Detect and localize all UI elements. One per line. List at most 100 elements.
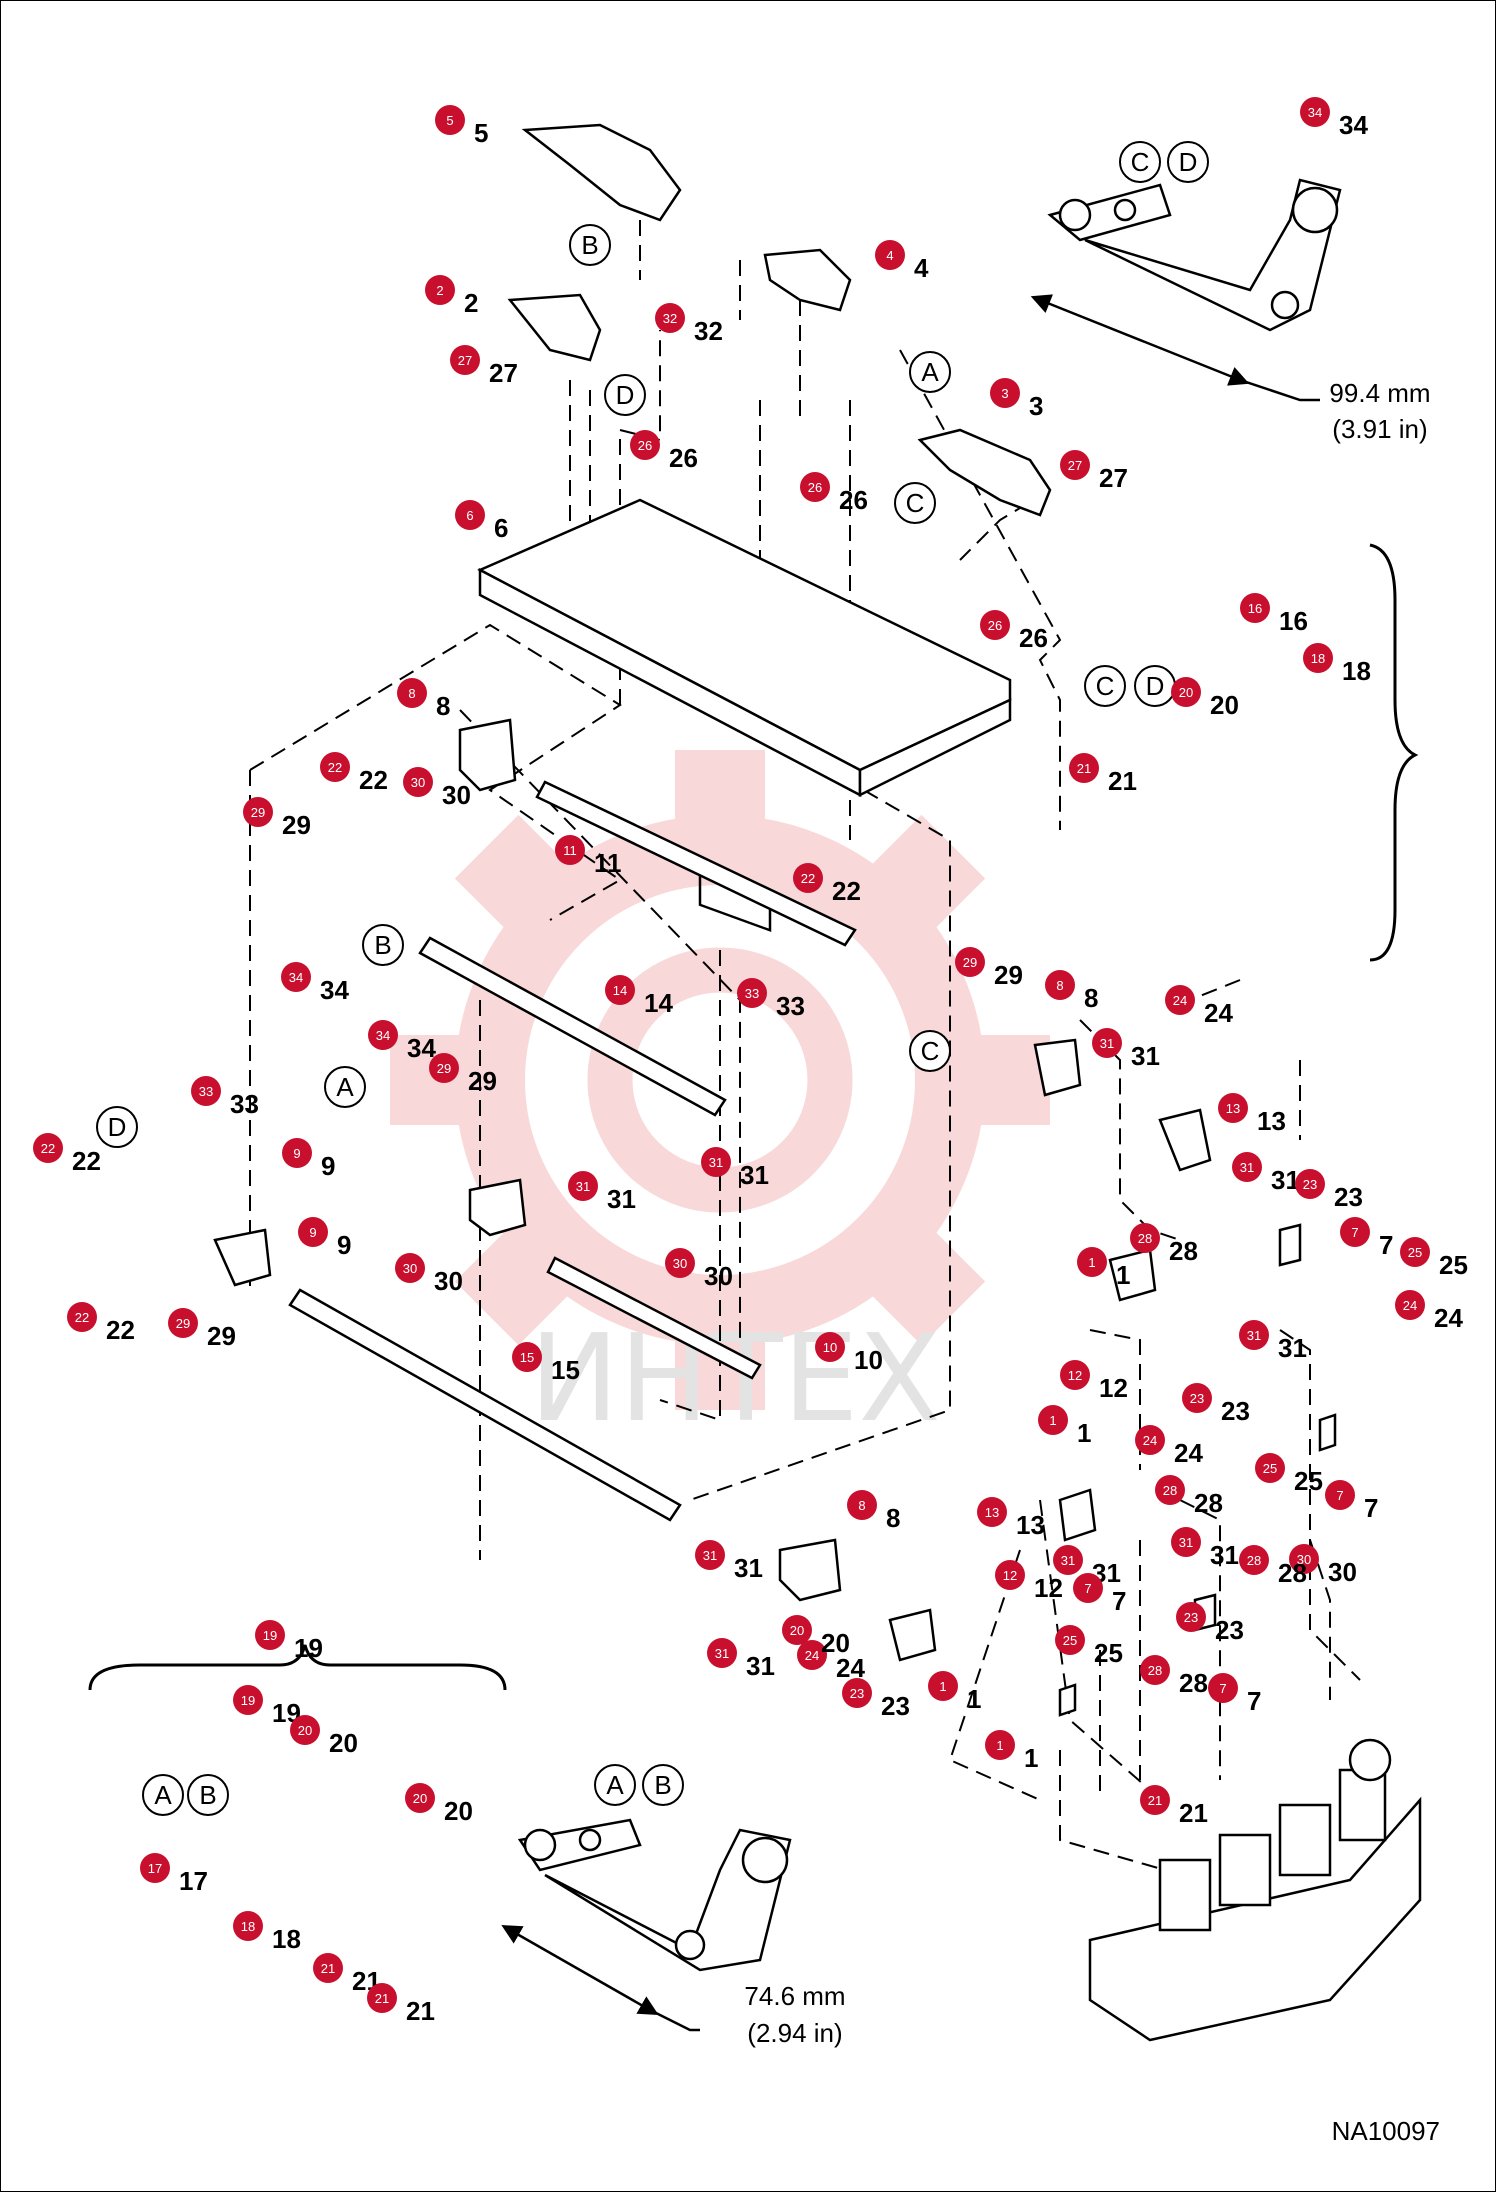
callout-number: 21 xyxy=(321,1961,335,1976)
callout-number: 33 xyxy=(745,986,759,1001)
part-number-label: 26 xyxy=(1019,623,1048,653)
part-number-label: 22 xyxy=(72,1146,101,1176)
part-number-label: 24 xyxy=(1434,1303,1463,1333)
letter-ref-d: D xyxy=(1134,665,1176,707)
callout-number: 7 xyxy=(1336,1488,1343,1503)
part-number-label: 30 xyxy=(434,1266,463,1296)
callout-number: 29 xyxy=(251,805,265,820)
part-number-label: 19 xyxy=(294,1633,323,1663)
letter-ref-d: D xyxy=(604,374,646,416)
part-number-label: 12 xyxy=(1099,1373,1128,1403)
letter-ref-b: B xyxy=(362,924,404,966)
part-number-label: 4 xyxy=(914,253,929,283)
callout-number: 20 xyxy=(298,1723,312,1738)
callout-number: 31 xyxy=(1100,1036,1114,1051)
callout-number: 24 xyxy=(1143,1433,1157,1448)
svg-text:A: A xyxy=(336,1072,354,1102)
part-number-label: 18 xyxy=(1342,656,1371,686)
callout-number: 12 xyxy=(1003,1568,1017,1583)
callout-number: 13 xyxy=(1226,1101,1240,1116)
part-number-label: 34 xyxy=(407,1033,436,1063)
part-number-label: 23 xyxy=(881,1691,910,1721)
callout-number: 34 xyxy=(376,1028,390,1043)
callout-number: 26 xyxy=(638,438,652,453)
letter-ref-b: B xyxy=(569,224,611,266)
part-number-label: 13 xyxy=(1257,1106,1286,1136)
callout-14: 14 14 xyxy=(605,975,673,1018)
part-number-label: 33 xyxy=(230,1089,259,1119)
callout-number: 1 xyxy=(1088,1255,1095,1270)
callout-number: 18 xyxy=(241,1919,255,1934)
part-number-label: 1 xyxy=(1077,1418,1091,1448)
callout-number: 28 xyxy=(1247,1553,1261,1568)
callout-12: 12 12 xyxy=(1060,1360,1128,1403)
part-number-label: 31 xyxy=(746,1651,775,1681)
svg-text:A: A xyxy=(154,1780,172,1810)
callout-number: 22 xyxy=(75,1310,89,1325)
part-number-label: 8 xyxy=(1084,983,1098,1013)
callout-number: 31 xyxy=(1179,1535,1193,1550)
watermark-text: ИНТЕХ xyxy=(529,1310,940,1449)
callout-number: 19 xyxy=(241,1693,255,1708)
part-number-label: 26 xyxy=(839,485,868,515)
svg-text:B: B xyxy=(374,930,391,960)
part-number-label: 23 xyxy=(1221,1396,1250,1426)
part-number-label: 7 xyxy=(1247,1686,1261,1716)
callout-number: 10 xyxy=(823,1340,837,1355)
callout-number: 30 xyxy=(673,1256,687,1271)
callout-number: 22 xyxy=(41,1141,55,1156)
part-number-label: 14 xyxy=(644,988,673,1018)
callout-number: 1 xyxy=(996,1738,1003,1753)
part-number-label: 31 xyxy=(607,1184,636,1214)
callout-number: 12 xyxy=(1068,1368,1082,1383)
letter-ref-a: A xyxy=(324,1066,366,1108)
callout-number: 31 xyxy=(715,1646,729,1661)
part-number-label: 21 xyxy=(406,1996,435,2026)
svg-text:D: D xyxy=(616,380,635,410)
callout-number: 28 xyxy=(1163,1483,1177,1498)
part-number-label: 2 xyxy=(464,288,478,318)
part-number-label: 34 xyxy=(1339,110,1368,140)
callout-number: 1 xyxy=(939,1679,946,1694)
callout-number: 3 xyxy=(1001,386,1008,401)
callout-number: 14 xyxy=(613,983,627,998)
callout-number: 30 xyxy=(1297,1552,1311,1567)
part-number-label: 18 xyxy=(272,1924,301,1954)
callout-number: 25 xyxy=(1063,1633,1077,1648)
dim-ab-value: 74.6 mm xyxy=(744,1981,845,2011)
letter-ref-d: D xyxy=(1167,141,1209,183)
callout-number: 4 xyxy=(886,248,893,263)
svg-text:D: D xyxy=(108,1112,127,1142)
callout-number: 8 xyxy=(408,686,415,701)
kit-braces xyxy=(88,543,1419,1691)
callout-number: 2 xyxy=(436,283,443,298)
part-number-label: 32 xyxy=(694,316,723,346)
svg-text:B: B xyxy=(581,230,598,260)
svg-text:A: A xyxy=(921,357,939,387)
part-number-label: 25 xyxy=(1094,1638,1123,1668)
callout-number: 19 xyxy=(263,1628,277,1643)
